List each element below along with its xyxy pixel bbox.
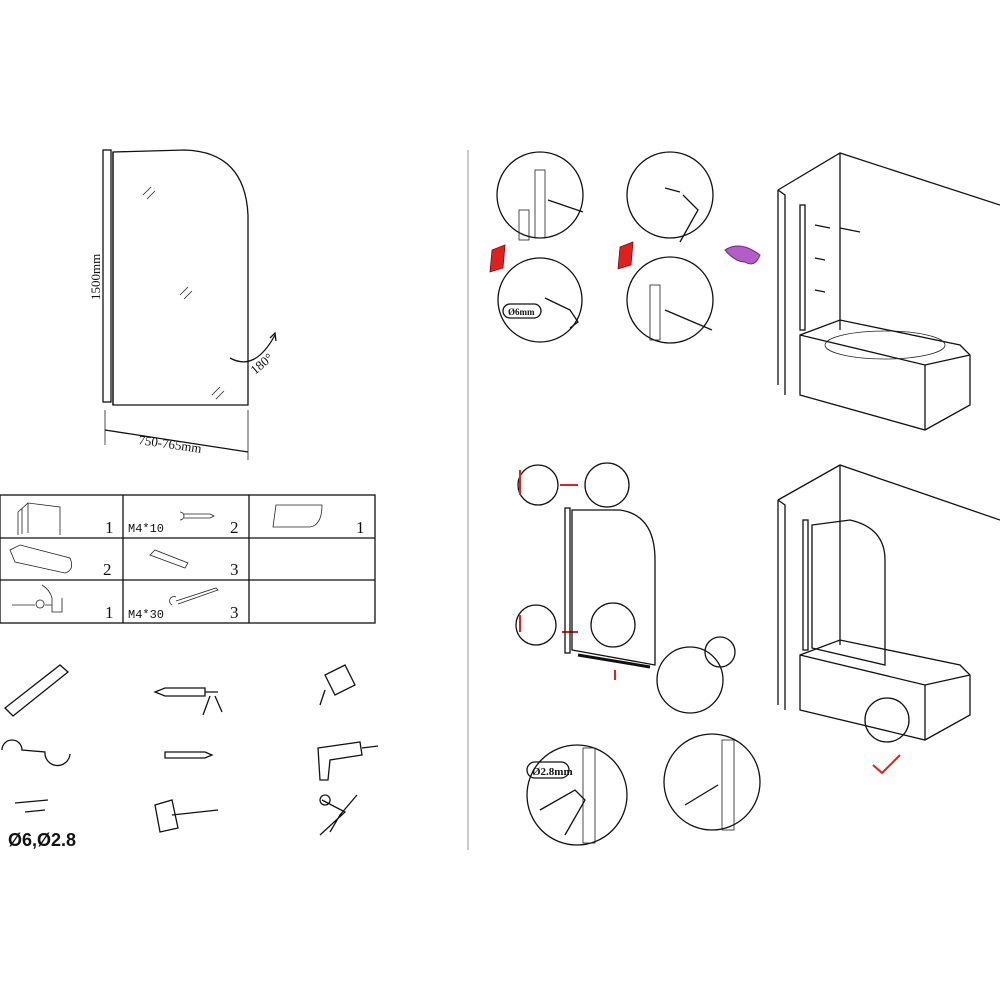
panel-install-steps: Ø2.8mm xyxy=(515,462,1000,846)
spirit-level-icon xyxy=(4,664,70,717)
height-label: 1500mm xyxy=(88,254,103,300)
wall-profile-icon xyxy=(17,502,61,535)
end-cap-qty: 2 xyxy=(103,560,112,579)
glass-panel xyxy=(112,149,249,406)
silicone-gun-icon xyxy=(153,687,223,716)
red-arrow-icon xyxy=(519,470,616,680)
tools: Ø6,Ø2.8 xyxy=(1,664,379,850)
bathtub xyxy=(799,319,971,431)
drill-6mm-label: Ø6mm xyxy=(508,307,535,317)
glass-panel-icon xyxy=(272,504,323,528)
panel-overview: 1500mm 180° 750-765mm xyxy=(88,149,277,460)
drill-bits-icon xyxy=(14,799,49,813)
wall-profile xyxy=(102,149,112,403)
screwdriver-icon xyxy=(1,739,71,767)
screw-m4x10-icon xyxy=(179,511,215,521)
drill-2-8mm-label: Ø2.8mm xyxy=(532,766,573,778)
glass-panel-qty: 1 xyxy=(356,518,365,537)
wall-plug-icon xyxy=(149,549,189,569)
rotation-arrow xyxy=(229,334,276,363)
parts-table: 1 M4*10 2 1 2 3 1 M4*30 3 xyxy=(0,494,376,624)
end-cap-icon xyxy=(9,544,73,574)
rubber-mallet-icon xyxy=(154,799,219,833)
pencil-icon xyxy=(164,751,214,759)
drill-bits-label: Ø6,Ø2.8 xyxy=(8,830,76,850)
wall-profile-qty: 1 xyxy=(105,518,114,537)
down-arrow-icon xyxy=(489,244,506,273)
checkmark-icon xyxy=(872,754,901,775)
wall-mount-steps: Ø6mm xyxy=(489,151,1000,431)
seal-clip-icon xyxy=(12,584,63,613)
width-dimension-line xyxy=(104,429,249,453)
screw-m4x30-icon xyxy=(169,587,219,606)
screw-m4x10-size: M4*10 xyxy=(128,522,164,536)
rotation-label: 180° xyxy=(247,350,276,377)
electric-drill-icon xyxy=(317,741,379,781)
down-arrow-icon xyxy=(617,241,634,270)
seal-clip-qty: 1 xyxy=(105,603,114,622)
screw-m4x30-qty: 3 xyxy=(230,603,239,622)
screw-m4x10-qty: 2 xyxy=(230,518,239,537)
width-label: 750-765mm xyxy=(138,432,203,456)
screw-m4x30-size: M4*30 xyxy=(128,608,164,622)
pointer-hand-icon xyxy=(724,245,761,265)
scissors-icon xyxy=(319,794,358,836)
tape-measure-icon xyxy=(319,664,356,706)
wall-plug-qty: 3 xyxy=(230,560,239,579)
